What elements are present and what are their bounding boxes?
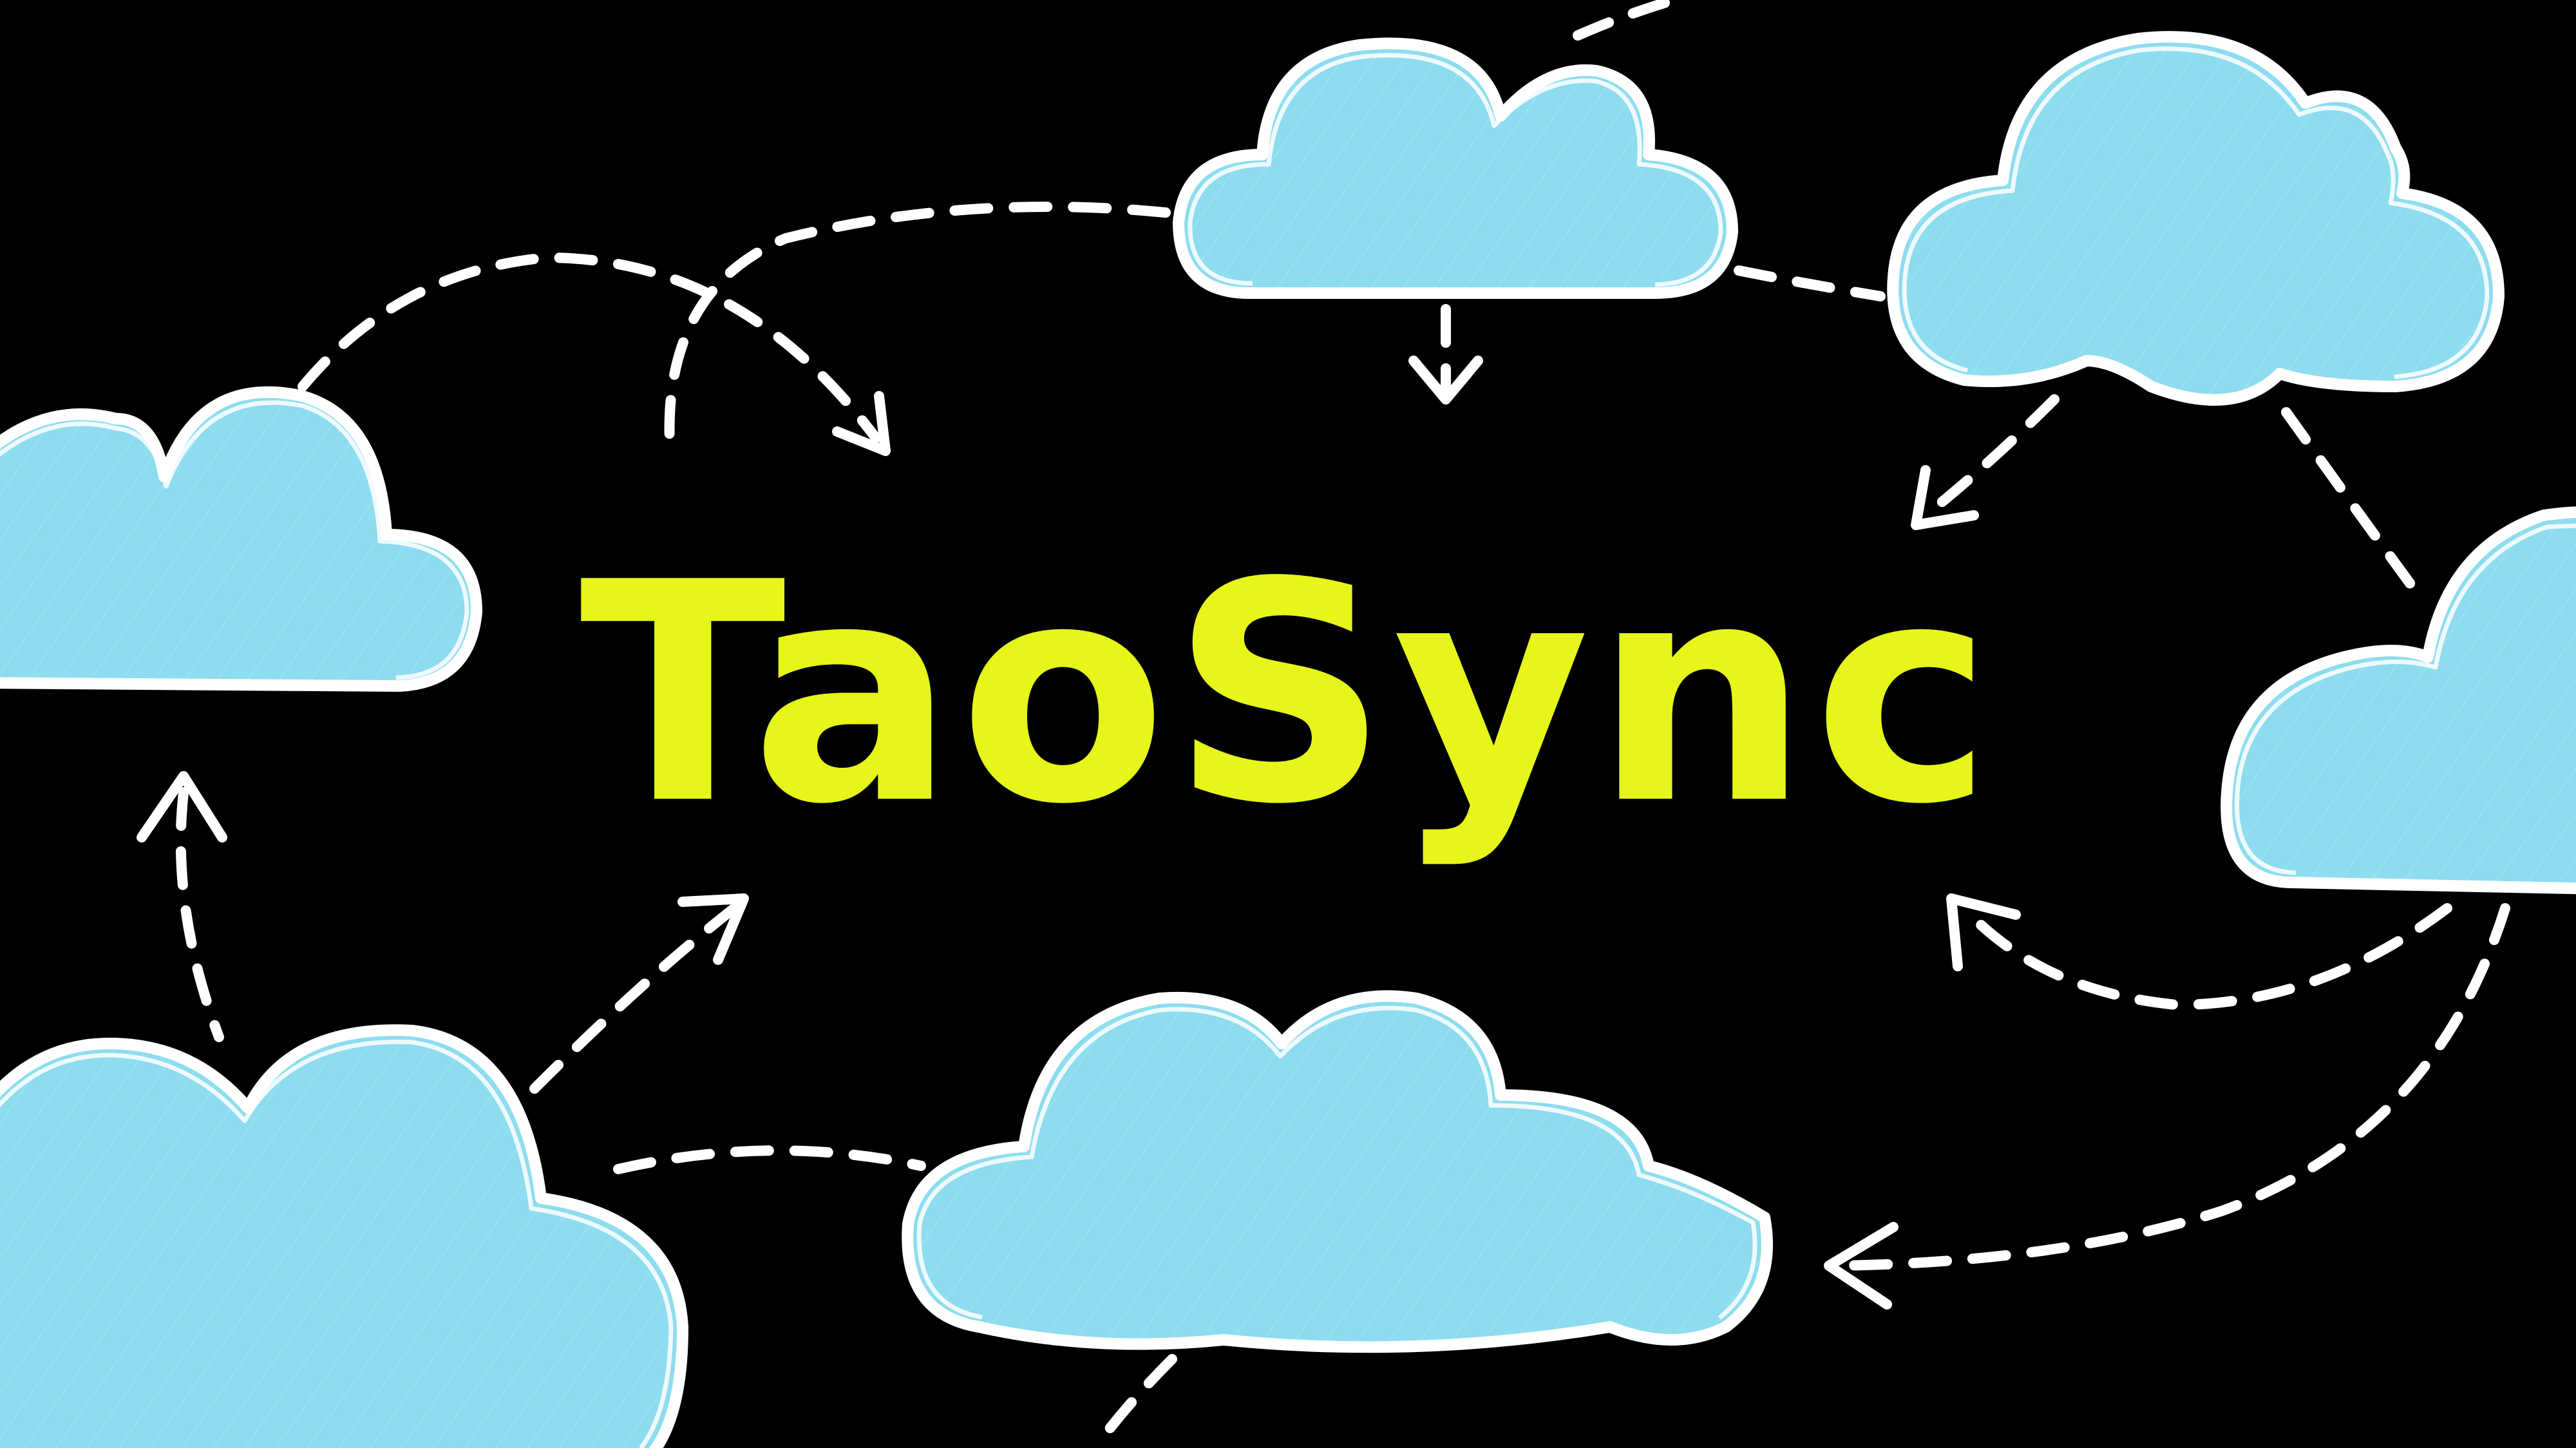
arrowhead-icon [1408,356,1483,405]
arrowhead-icon [137,771,227,843]
dashed-arrow-right-to-bottom [1824,903,2510,1310]
dashed-arrow-left-to-title [298,252,891,456]
dashed-arrow-vertical-left [137,771,227,1042]
arrowhead-icon [677,893,749,965]
cloud-icon [902,990,1773,1353]
arrowhead-icon [832,391,891,456]
dashed-line-bottom-exit [1090,1354,1177,1448]
cloud-icon [2221,506,2576,895]
cloud-icon [1887,31,2505,406]
arrowhead-icon [1946,893,2021,971]
title: TaoSync [580,518,1996,870]
dashed-arrow-right-to-title [1946,893,2452,1011]
arrowhead-icon [1824,1222,1899,1310]
dashed-line-topright-to-right [2281,407,2427,604]
connectors [137,0,2510,1448]
dashed-line-top-exit [1573,0,1680,41]
dashed-arrow-top-to-title [664,202,1171,450]
dashed-line-bottomleft-to-bottom [613,1145,926,1174]
cloud-icon [1173,37,1738,299]
cloud-icon [0,386,482,692]
dashed-line-top-center-to-right [1734,265,1886,301]
dashed-arrow-topright-to-title [1911,394,2060,530]
arrowhead-icon [1911,465,1979,530]
cloud-icon [0,1024,688,1448]
clouds [0,31,2576,1448]
dashed-arrow-down-center [1408,304,1483,405]
dashed-arrow-bottomleft-to-title [529,893,749,1094]
